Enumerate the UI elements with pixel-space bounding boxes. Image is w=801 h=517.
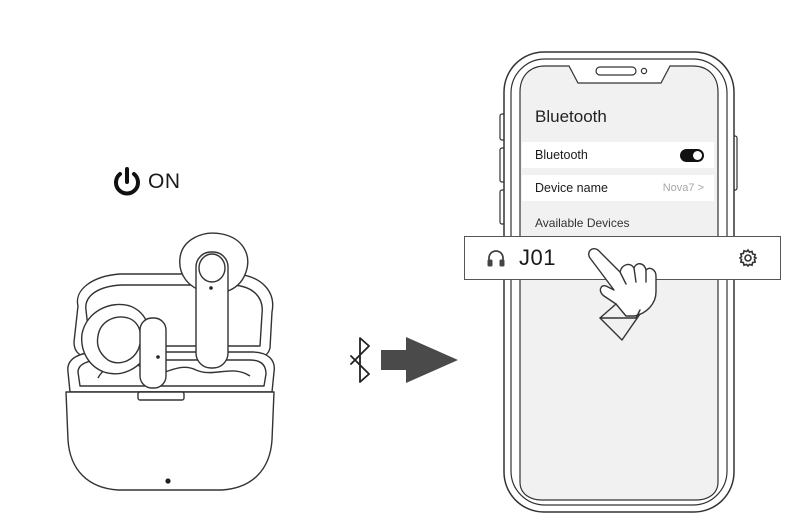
screen-title: Bluetooth xyxy=(535,107,607,126)
bluetooth-toggle[interactable] xyxy=(680,148,704,162)
device-name-row[interactable]: Device name Nova7 > xyxy=(522,175,714,201)
arrow-shape xyxy=(381,337,458,383)
device-settings-button[interactable] xyxy=(738,248,758,268)
right-earbud xyxy=(179,232,249,369)
device-name-value: Nova7 > xyxy=(662,182,704,194)
bluetooth-setting-row[interactable]: Bluetooth xyxy=(522,142,714,168)
pair-arrow xyxy=(350,337,458,383)
device-name: J01 xyxy=(519,245,556,270)
headphones-icon xyxy=(487,250,505,267)
power-icon xyxy=(114,167,140,196)
device-name-label: Device name xyxy=(535,181,608,195)
available-devices-label: Available Devices xyxy=(535,216,630,230)
power-indicator: ON xyxy=(112,166,181,198)
power-on-label: ON xyxy=(148,170,181,193)
gear-icon xyxy=(738,248,758,268)
left-earbud xyxy=(81,303,167,389)
bluetooth-setting-label: Bluetooth xyxy=(535,148,588,162)
bluetooth-icon xyxy=(350,337,370,383)
